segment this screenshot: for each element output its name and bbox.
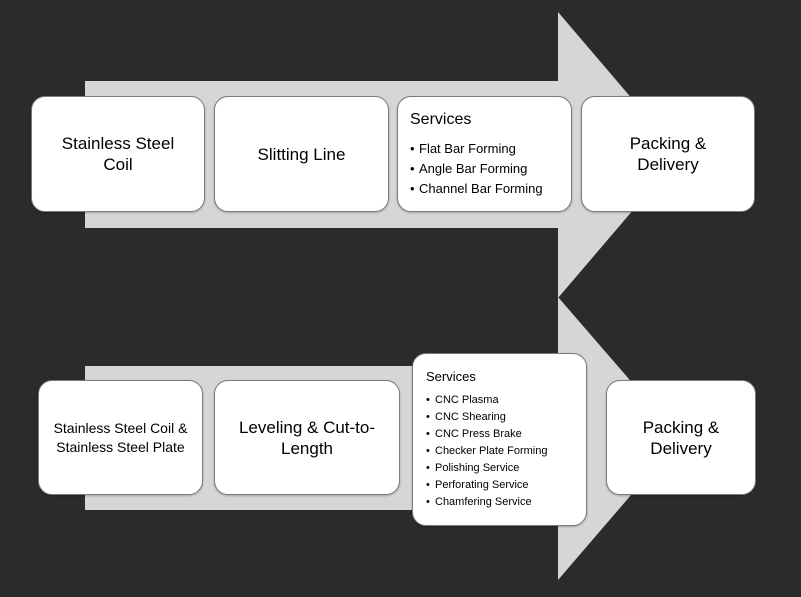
row1-services-title: Services [410, 111, 472, 128]
row1-step-packing-delivery: Packing & Delivery [581, 96, 755, 212]
row2-step-label: Packing & Delivery [642, 417, 720, 458]
row1-services-box: Services •Flat Bar Forming •Angle Bar Fo… [397, 96, 572, 212]
row1-step-stainless-steel-coil: Stainless Steel Coil [31, 96, 205, 212]
list-item: •CNC Plasma [426, 394, 499, 406]
list-item: •CNC Press Brake [426, 428, 522, 440]
list-item: •CNC Shearing [426, 411, 506, 423]
list-item: •Perforating Service [426, 479, 529, 491]
row2-step-label: Leveling & Cut-to-Length [238, 417, 376, 458]
row2-services-title: Services [426, 369, 476, 384]
row1-step-label: Stainless Steel Coil [61, 134, 175, 174]
list-item: •Flat Bar Forming [410, 141, 516, 156]
row2-step-packing-delivery: Packing & Delivery [606, 380, 756, 495]
row2-services-list: •CNC Plasma •CNC Shearing •CNC Press Bra… [426, 392, 548, 511]
row2-step-coil-and-plate: Stainless Steel Coil & Stainless Steel P… [38, 380, 203, 495]
row1-step-label: Packing & Delivery [629, 134, 707, 174]
list-item: •Checker Plate Forming [426, 445, 548, 457]
list-item: •Chamfering Service [426, 496, 532, 508]
list-item: •Polishing Service [426, 462, 520, 474]
row2-step-leveling-cut-to-length: Leveling & Cut-to-Length [214, 380, 400, 495]
list-item: •Channel Bar Forming [410, 181, 543, 196]
list-item: •Angle Bar Forming [410, 161, 528, 176]
row1-services-list: •Flat Bar Forming •Angle Bar Forming •Ch… [410, 139, 543, 199]
row2-services-box: Services •CNC Plasma •CNC Shearing •CNC … [412, 353, 587, 526]
row1-step-label: Slitting Line [257, 144, 346, 164]
row2-step-label: Stainless Steel Coil & Stainless Steel P… [53, 419, 188, 455]
row1-step-slitting-line: Slitting Line [214, 96, 389, 212]
